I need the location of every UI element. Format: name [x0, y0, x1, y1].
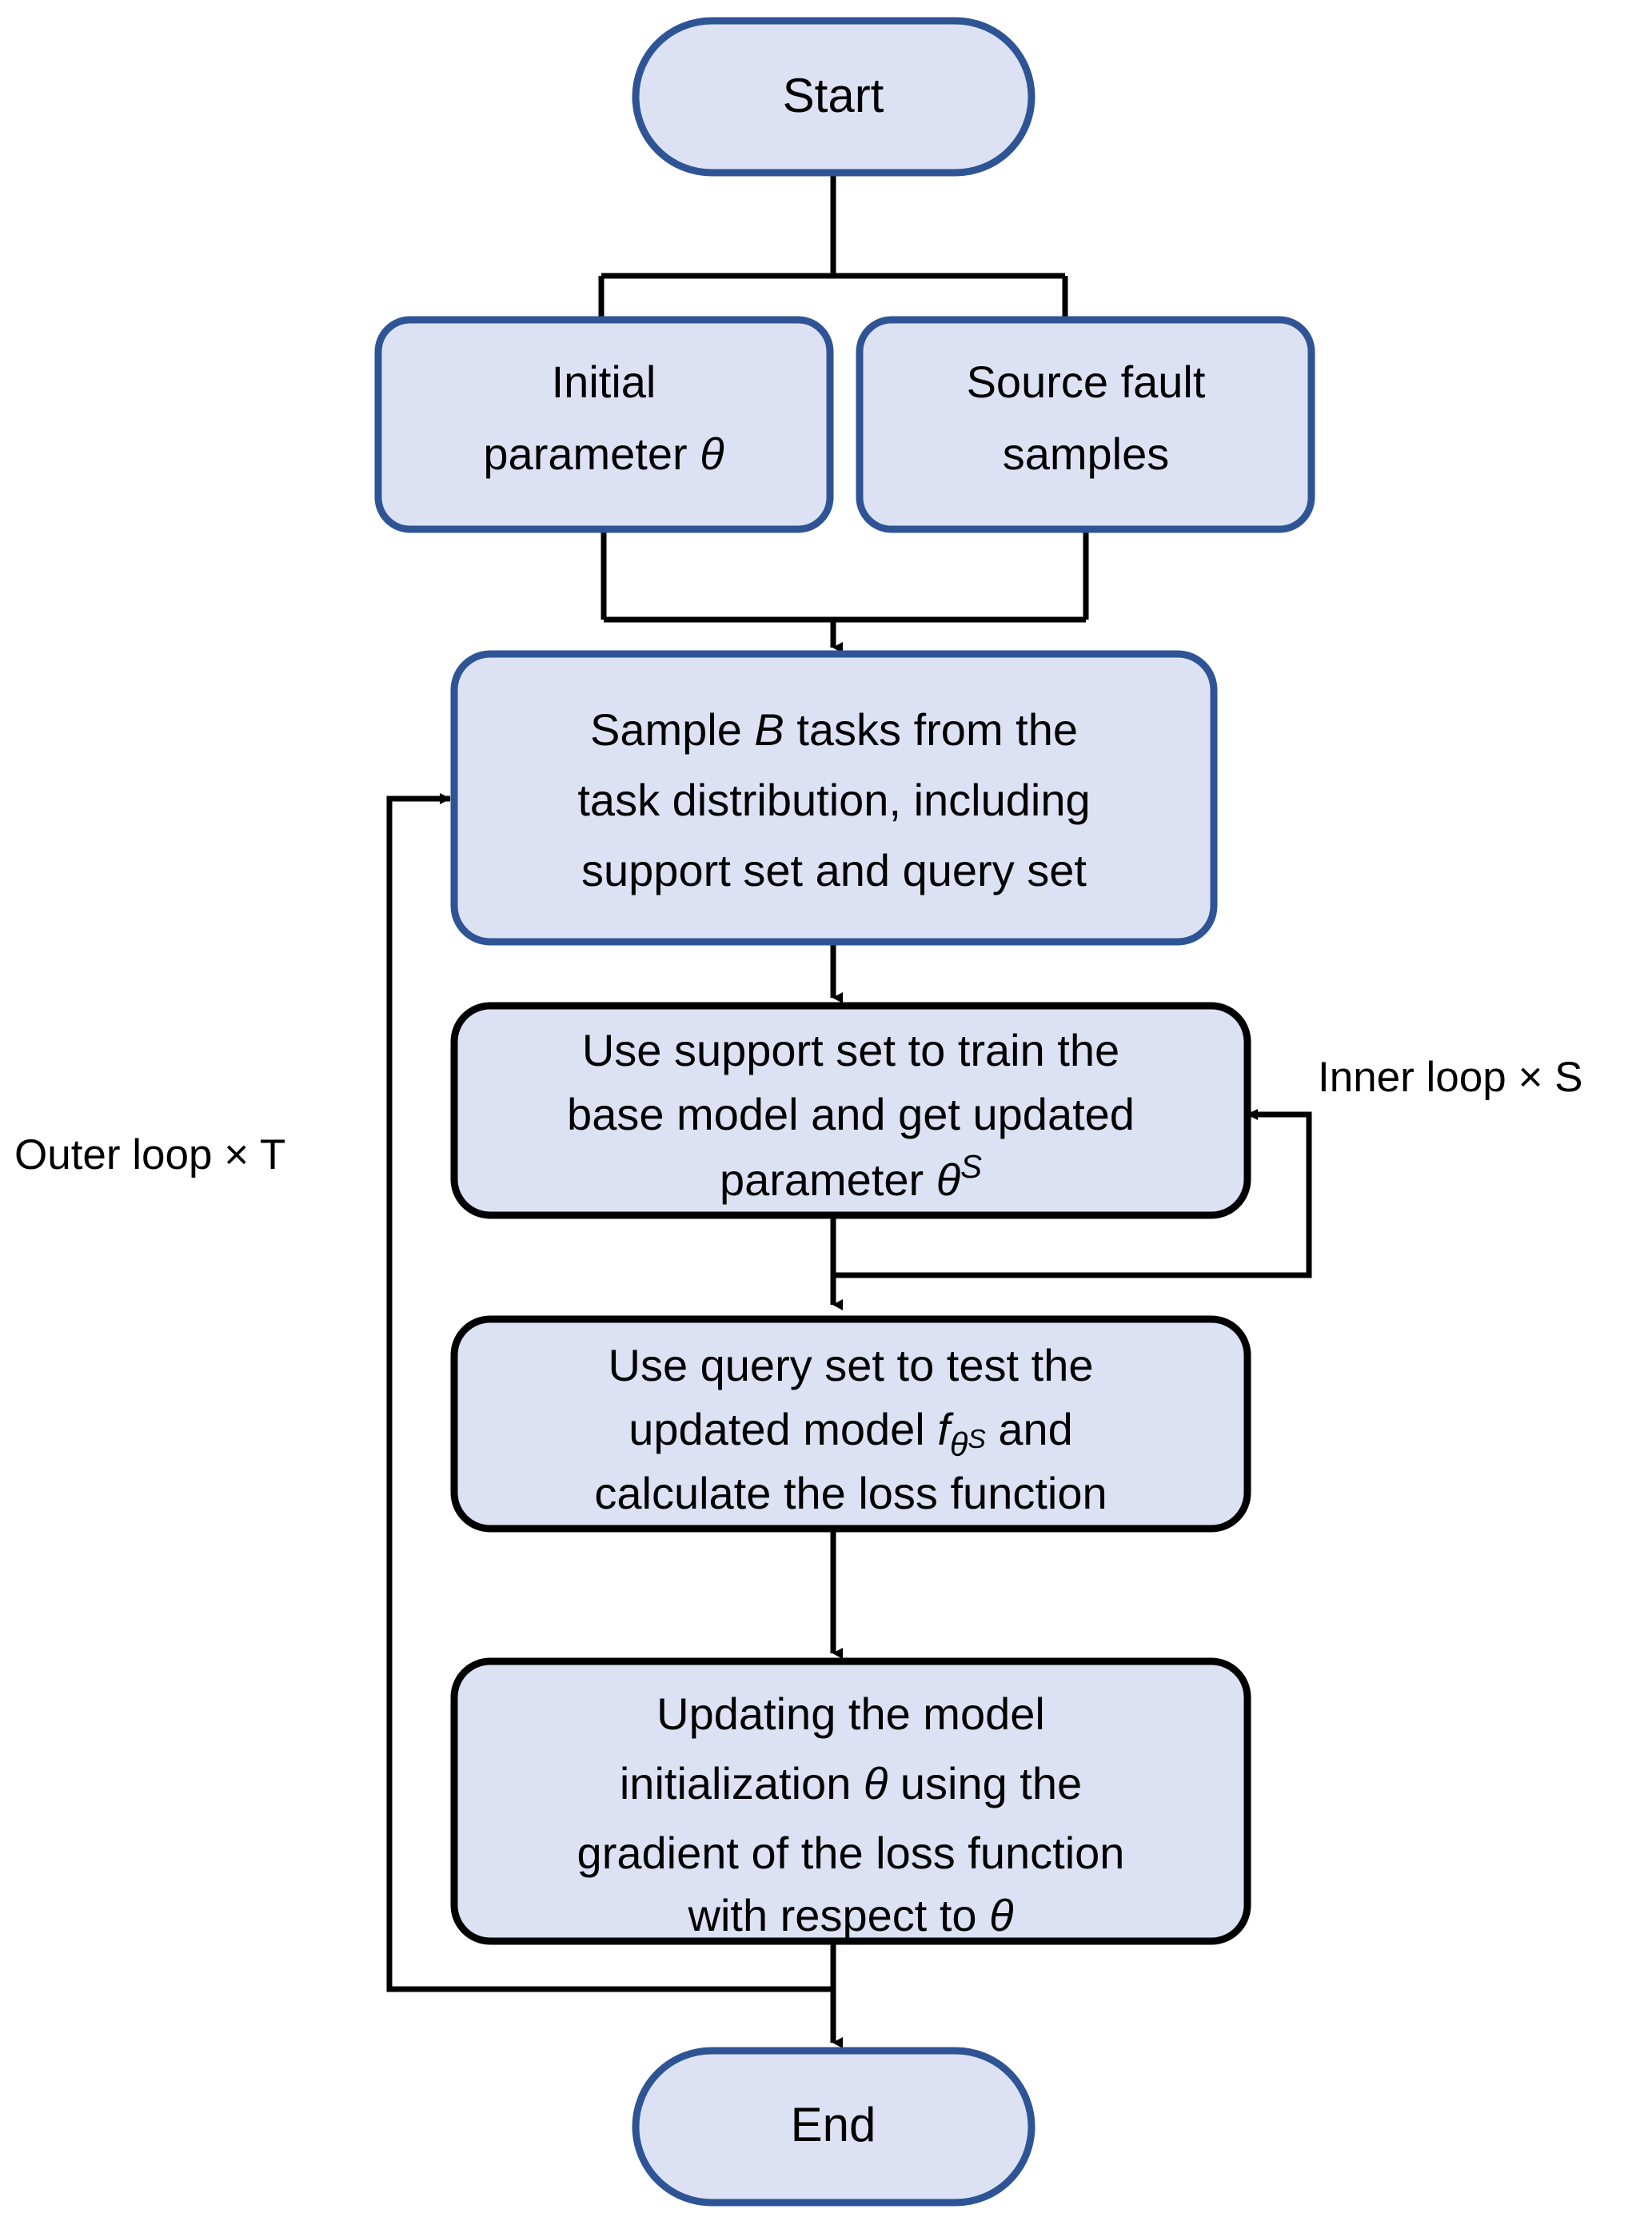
edge-start-split [598, 175, 1075, 332]
node-train-support-line1: Use support set to train the [582, 1025, 1119, 1075]
edge-merge-to-sample-tasks [601, 529, 1089, 653]
test-query-suffix: and [986, 1404, 1073, 1454]
node-sample-tasks-line1: Sample B tasks from the [590, 704, 1078, 755]
update-init-prefix: initialization [620, 1758, 864, 1808]
theta-symbol-icon: θ [864, 1758, 888, 1808]
node-test-query[interactable]: Use query set to test the updated model … [450, 1315, 1251, 1533]
node-update-init-line3: gradient of the loss function [577, 1828, 1125, 1878]
superscript-s-icon: S [960, 1148, 982, 1185]
b-symbol-icon: B [754, 704, 784, 755]
node-update-init-line1: Updating the model [656, 1689, 1045, 1739]
node-start[interactable]: Start [632, 17, 1035, 177]
update-init-line4-prefix: with respect to [688, 1890, 990, 1940]
theta-symbol-icon: θ [936, 1154, 960, 1205]
outer-loop-label: Outer loop × T [14, 1131, 285, 1178]
node-initial-parameter-line2: parameter θ [483, 429, 724, 479]
initial-parameter-prefix: parameter [483, 429, 700, 479]
node-initial-parameter-line1: Initial [552, 357, 656, 407]
node-sample-tasks[interactable]: Sample B tasks from the task distributio… [450, 650, 1218, 946]
inner-loop-label: Inner loop × S [1318, 1054, 1582, 1101]
theta-subscript-icon: θ [950, 1425, 968, 1463]
sample-tasks-prefix: Sample [590, 704, 754, 755]
node-source-samples-line1: Source fault [967, 357, 1206, 407]
node-initial-parameter[interactable]: Initial parameter θ [374, 316, 834, 533]
node-train-support[interactable]: Use support set to train the base model … [450, 1002, 1251, 1219]
node-train-support-line2: base model and get updated [567, 1089, 1135, 1139]
sample-tasks-suffix: tasks from the [784, 704, 1078, 755]
node-sample-tasks-line2: task distribution, including [577, 775, 1090, 825]
node-update-init-line4: with respect to θ [688, 1890, 1014, 1940]
edge-outer-loop [386, 793, 833, 1992]
node-update-init-line2: initialization θ using the [620, 1758, 1082, 1808]
theta-symbol-icon: θ [700, 429, 724, 479]
theta-symbol-icon: θ [989, 1890, 1013, 1940]
update-init-suffix: using the [888, 1758, 1082, 1808]
node-test-query-line1: Use query set to test the [609, 1340, 1094, 1390]
node-end[interactable]: End [632, 2047, 1035, 2207]
train-support-prefix: parameter [720, 1154, 936, 1205]
node-test-query-line3: calculate the loss function [594, 1468, 1107, 1518]
node-update-initialization[interactable]: Updating the model initialization θ usin… [450, 1657, 1251, 1945]
node-end-label: End [791, 2098, 876, 2151]
edge-inner-loop [833, 1109, 1312, 1278]
superscript-s-icon: S [968, 1425, 986, 1454]
test-query-prefix: updated model [628, 1404, 937, 1454]
node-train-support-line3: parameter θS [720, 1148, 982, 1205]
node-sample-tasks-line3: support set and query set [581, 845, 1087, 895]
node-source-fault-samples[interactable]: Source fault samples [856, 316, 1315, 533]
node-source-samples-line2: samples [1003, 429, 1170, 479]
node-start-label: Start [783, 69, 884, 122]
